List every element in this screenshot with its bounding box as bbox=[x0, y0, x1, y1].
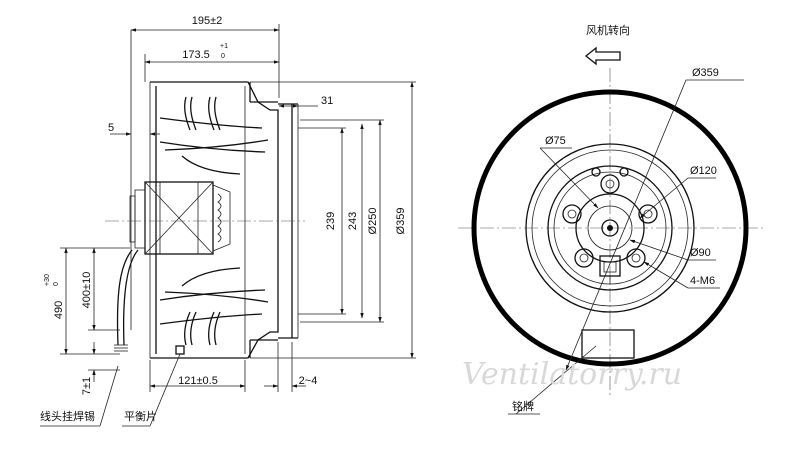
dim-h490-tol-upper: +30 bbox=[44, 274, 51, 286]
dim-offset-5: 5 bbox=[108, 122, 114, 134]
label-balance-clip: 平衡片 bbox=[124, 410, 157, 423]
side-view: 195±2 173.5 +1 0 31 5 239 243 Ø250 Ø359 bbox=[40, 15, 416, 427]
dim-gap: 2~4 bbox=[299, 375, 318, 387]
dim-121: 121±0.5 bbox=[178, 375, 218, 387]
dim-front-d90: Ø90 bbox=[690, 247, 711, 259]
dim-inner-depth: 173.5 bbox=[182, 49, 210, 61]
dim-h490: 490 bbox=[53, 301, 65, 319]
impeller-blades bbox=[159, 96, 269, 346]
dim-d359: Ø359 bbox=[395, 208, 407, 235]
motor-body bbox=[129, 181, 231, 255]
mounting-lugs bbox=[562, 167, 658, 268]
dim-d250: Ø250 bbox=[367, 208, 379, 235]
front-view: 风机转向 bbox=[458, 23, 766, 415]
cable-gland bbox=[599, 255, 621, 284]
diameter-dimensions bbox=[250, 81, 416, 359]
outer-shroud bbox=[471, 89, 749, 367]
inlet-ring bbox=[525, 143, 695, 313]
front-leaders bbox=[508, 79, 744, 415]
nameplate bbox=[581, 329, 635, 359]
dim-front-d120: Ø120 bbox=[690, 165, 717, 177]
dim-front-holes: 4-M6 bbox=[690, 275, 715, 287]
dim-239: 239 bbox=[325, 212, 337, 230]
dim-243: 243 bbox=[347, 212, 359, 230]
label-nameplate: 铭牌 bbox=[512, 399, 534, 413]
dim-h400: 400±10 bbox=[81, 272, 93, 309]
label-lead-wire: 线头挂焊锡 bbox=[40, 409, 95, 423]
bottom-dimensions bbox=[149, 342, 306, 392]
balance-clip bbox=[175, 345, 185, 355]
watermark: Ventilatorry.ru bbox=[462, 357, 682, 392]
dim-inner-depth-tol-upper: +1 bbox=[220, 43, 228, 50]
rotation-arrow bbox=[584, 46, 621, 66]
height-dimensions bbox=[60, 247, 130, 382]
rotation-label: 风机转向 bbox=[586, 23, 630, 37]
dim-d7: 7±1 bbox=[81, 377, 93, 395]
motor-flange bbox=[547, 165, 673, 291]
dim-front-outer: Ø359 bbox=[692, 67, 719, 79]
dim-lip: 31 bbox=[321, 95, 333, 107]
dim-h490-tol-lower: 0 bbox=[53, 282, 60, 286]
lead-wire bbox=[114, 249, 139, 352]
dim-front-d75: Ø75 bbox=[545, 135, 566, 147]
top-dimensions bbox=[110, 24, 318, 330]
dim-overall-depth: 195±2 bbox=[192, 15, 223, 27]
side-callouts bbox=[40, 353, 181, 427]
dim-inner-depth-tol-lower: 0 bbox=[221, 53, 225, 60]
